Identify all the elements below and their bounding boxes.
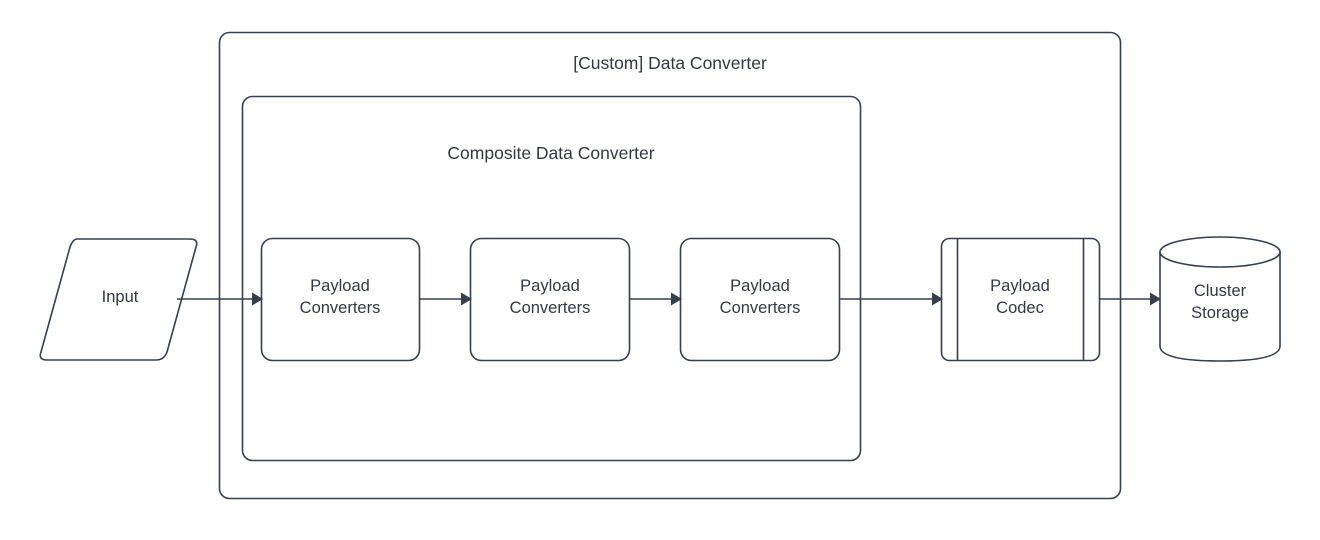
shape-cluster-storage-body[interactable] xyxy=(1159,251,1281,362)
shape-input[interactable] xyxy=(39,238,198,361)
edge-codec-to-storage xyxy=(1100,292,1161,306)
container-title-composite-data-converter: Composite Data Converter xyxy=(447,143,655,163)
node-label-payload-converters-2: Payload Converters xyxy=(509,277,591,317)
shape-cluster-storage-top xyxy=(1159,236,1281,268)
edge-converter-2-to-converter-3 xyxy=(630,292,682,306)
node-label-input: Input xyxy=(101,288,139,307)
container-title-custom-data-converter: [Custom] Data Converter xyxy=(573,53,767,73)
node-label-cluster-storage: Cluster Storage xyxy=(1191,282,1249,322)
container-composite-data-converter[interactable] xyxy=(241,95,862,462)
edge-converter-3-to-codec xyxy=(840,292,943,306)
edge-input-to-converter-1 xyxy=(177,292,263,306)
container-custom-data-converter[interactable] xyxy=(218,31,1122,500)
node-label-payload-converters-1: Payload Converters xyxy=(299,277,381,317)
node-label-payload-converters-3: Payload Converters xyxy=(719,277,801,317)
node-label-payload-codec: Payload Codec xyxy=(990,277,1050,317)
edge-converter-1-to-converter-2 xyxy=(420,292,472,306)
